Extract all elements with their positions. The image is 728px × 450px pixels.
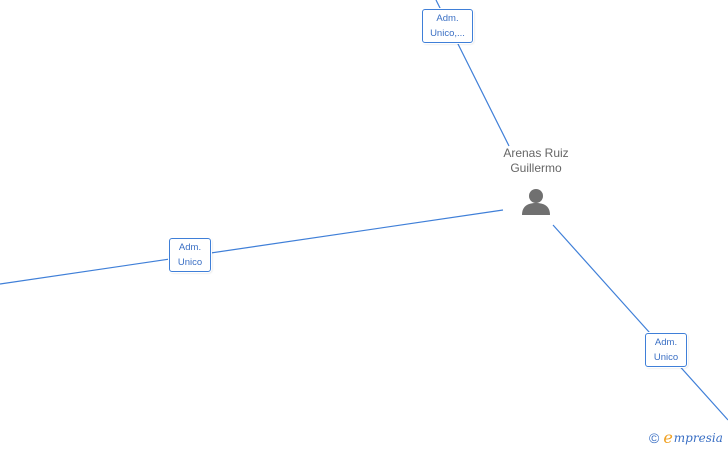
role-badge-line2: Unico [177,257,203,268]
person-node[interactable]: Arenas Ruiz Guillermo [490,146,582,216]
person-icon [522,189,550,215]
brand-logo-text: mpresia [673,431,723,445]
brand-logo-initial: e [663,428,673,447]
role-badge-line1: Adm. [654,337,678,348]
role-badge-bottom-right[interactable]: Adm. Unico [645,333,687,367]
brand-watermark: © e mpresia [649,428,723,448]
person-name-line1: Arenas Ruiz [503,146,569,160]
role-badge-line1: Adm. [436,13,459,24]
role-badge-line2: Unico,... [430,28,465,39]
role-badge-line2: Unico [653,352,679,363]
copyright-icon: © [649,430,660,446]
person-name-line2: Guillermo [510,161,562,175]
role-badge-line1: Adm. [178,242,202,253]
role-badge-left[interactable]: Adm. Unico [169,238,211,272]
role-badge-top[interactable]: Adm. Unico,... [422,9,473,43]
person-name: Arenas Ruiz Guillermo [490,146,582,176]
edge-left [0,209,504,285]
edge-bottom-right [552,224,728,421]
